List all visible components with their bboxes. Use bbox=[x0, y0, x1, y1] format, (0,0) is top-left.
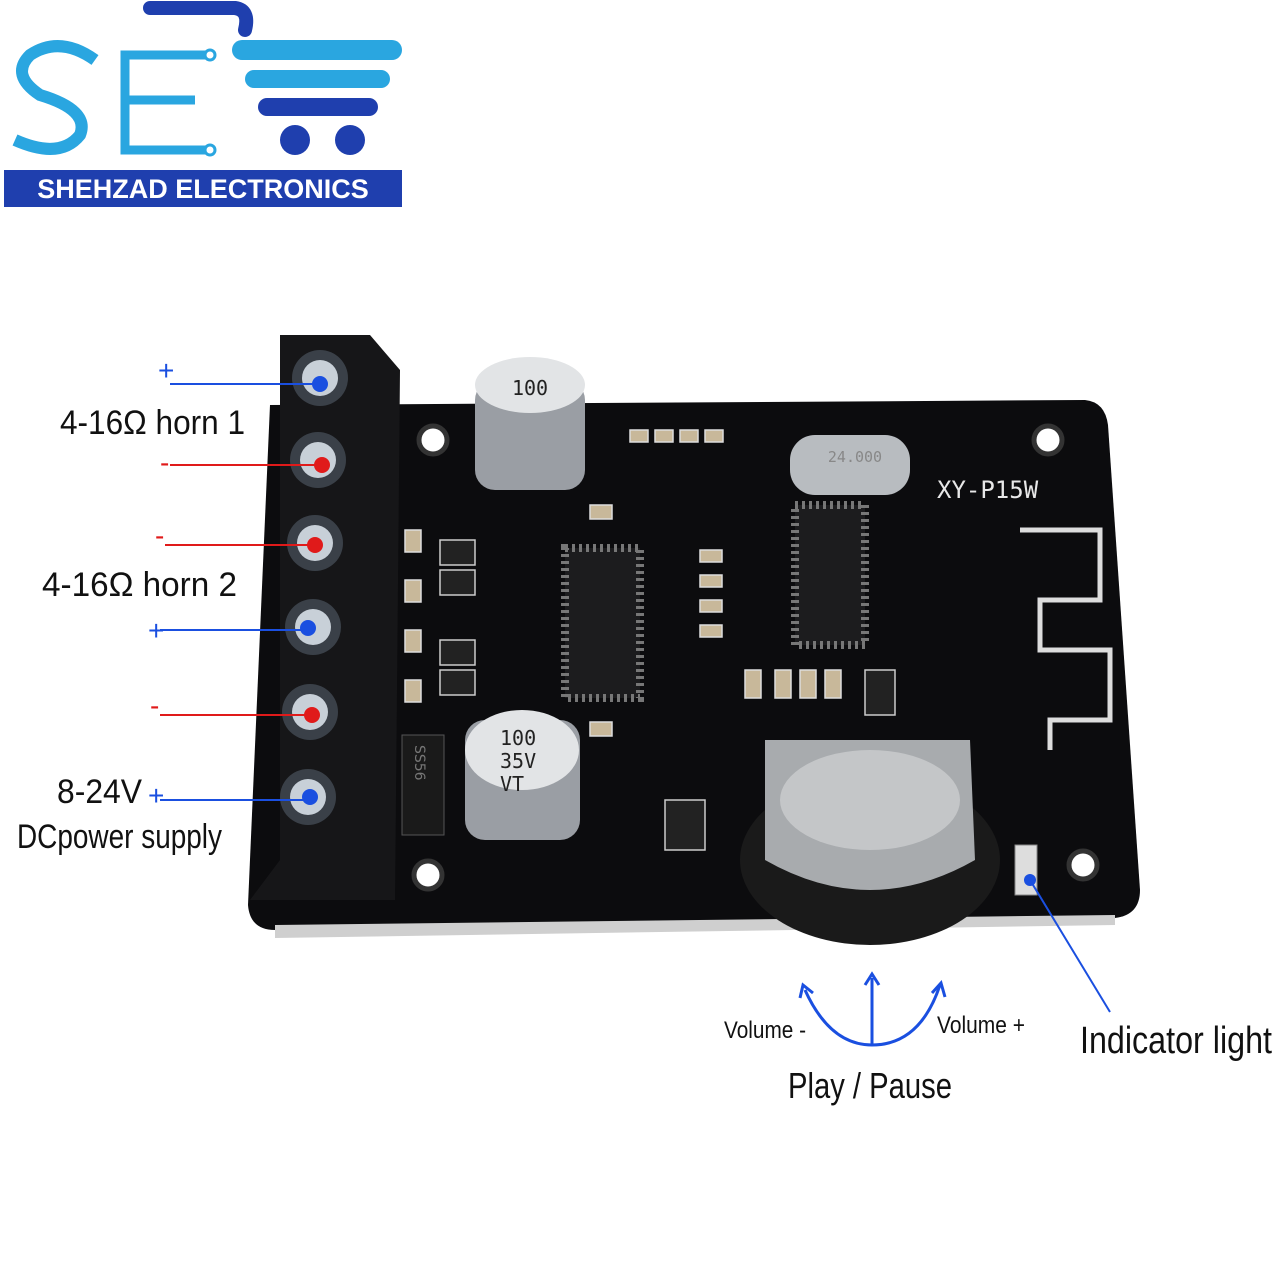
annotation-lines bbox=[160, 383, 1111, 1047]
amplifier-board: 100 100 35V VT SS56 24.000 XY-P15W bbox=[248, 335, 1140, 945]
plus-sign-horn2: + bbox=[148, 615, 164, 646]
minus-sign-horn1: - bbox=[160, 447, 169, 478]
label-power-supply: DCpower supply bbox=[17, 818, 222, 856]
svg-text:24.000: 24.000 bbox=[828, 448, 882, 466]
brand-logo: SHEHZAD ELECTRONICS bbox=[4, 1, 402, 207]
crystal-oscillator: 24.000 bbox=[790, 435, 910, 495]
brand-name: SHEHZAD ELECTRONICS bbox=[37, 174, 369, 204]
label-horn2: 4-16Ω horn 2 bbox=[42, 566, 237, 604]
svg-text:35V: 35V bbox=[500, 749, 536, 773]
label-indicator-light: Indicator light bbox=[1080, 1020, 1272, 1062]
label-volume-plus: Volume + bbox=[937, 1012, 1025, 1039]
minus-sign-horn2: - bbox=[155, 520, 164, 551]
diode-label: SS56 bbox=[411, 745, 427, 781]
board-model: XY-P15W bbox=[937, 476, 1039, 504]
capacitor-bottom: 100 35V VT bbox=[465, 710, 580, 840]
capacitor-top: 100 bbox=[475, 357, 585, 490]
label-volume-minus: Volume - bbox=[724, 1017, 806, 1044]
plus-sign-power: + bbox=[148, 780, 164, 811]
svg-text:100: 100 bbox=[500, 726, 536, 750]
terminal-dots bbox=[300, 376, 1036, 886]
plus-sign-horn1: + bbox=[158, 355, 174, 386]
svg-text:VT: VT bbox=[500, 772, 524, 796]
label-horn1: 4-16Ω horn 1 bbox=[60, 404, 245, 442]
label-power-voltage: 8-24V bbox=[57, 773, 142, 811]
svg-text:100: 100 bbox=[512, 376, 548, 400]
rotary-encoder-knob bbox=[740, 740, 1000, 945]
label-play-pause: Play / Pause bbox=[788, 1065, 952, 1106]
minus-sign-power: - bbox=[150, 690, 159, 721]
